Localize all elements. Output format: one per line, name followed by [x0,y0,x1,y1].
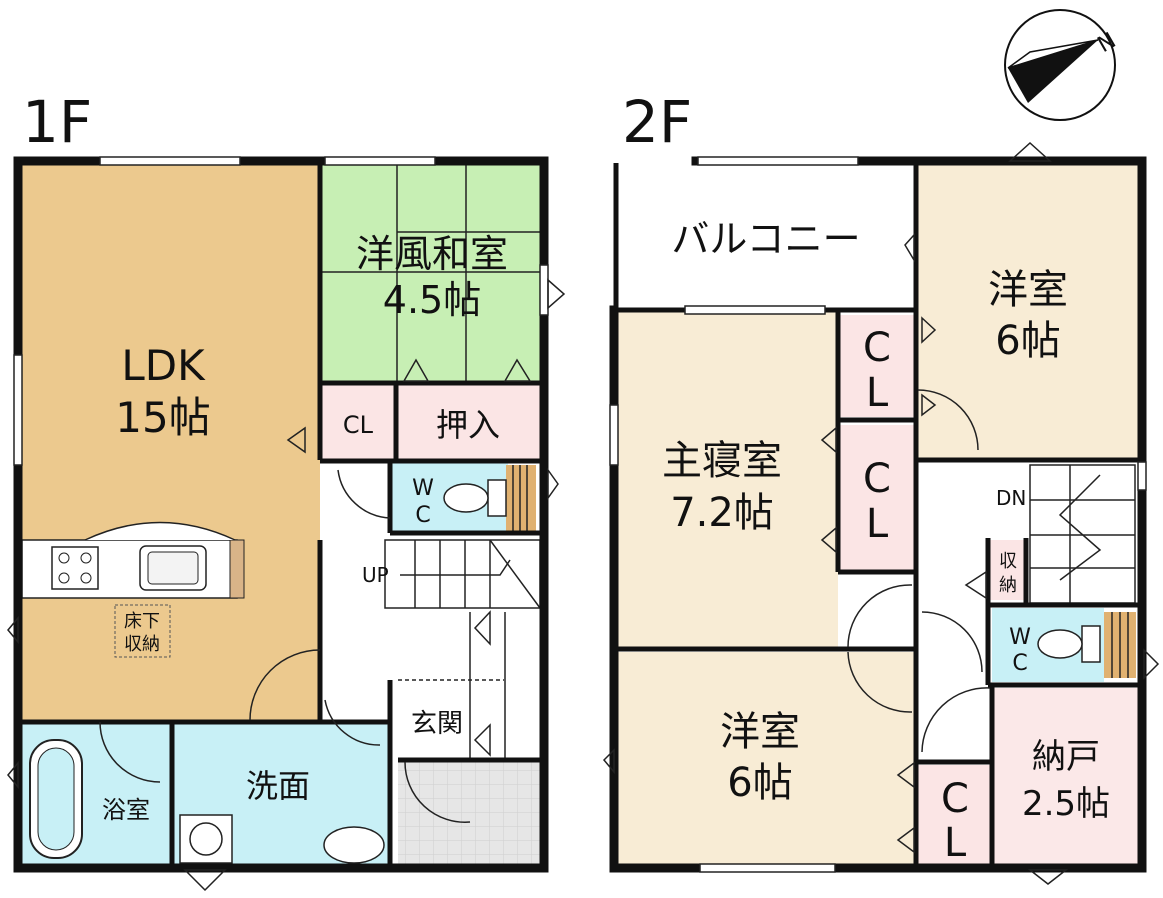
room-fill-balcony [618,163,914,308]
room-name-cl-upper-c: C [863,325,891,371]
wash-basin-icon [323,826,385,864]
toilet-icon-1f [443,479,507,517]
tatami-lines [320,163,542,381]
room-fill-youshitsu-ne [918,163,1140,460]
room-name-shushin: 主寝室 [662,438,782,484]
floor-label-1f: 1F [22,88,92,156]
shoe-storage [398,612,506,760]
floor-label-2f: 2F [622,88,692,156]
stair-steps-wood-2f [1111,612,1129,678]
room-name-ldk: LDK [121,341,206,390]
room-name-oshiire: 押入 [436,406,500,444]
doors-1f [7,278,566,892]
walls-2f [609,156,1147,873]
room-name-genkan: 玄関 [411,709,463,739]
room-name-cl-lower-l: L [866,501,889,547]
toilet-icon-2f [1037,625,1101,663]
room-name-balcony: バルコニー [671,217,860,261]
yukashita-box [114,604,171,658]
room-size-washitsu: 4.5帖 [383,278,481,322]
floor-1f [7,156,566,892]
room-fill-cl-lower [840,425,914,570]
room-size-youshitsu-ne: 6帖 [995,318,1060,364]
floor-2f [602,141,1160,885]
bathtub [29,739,83,859]
compass-needle-icon [1008,40,1098,103]
room-name-nando: 納戸 [1032,737,1100,777]
labels-2f: バルコニー 洋室 6帖 C L C L 主寝室 7.2帖 DN 収 納 W C … [662,217,1110,866]
room-name-senmen: 洗面 [246,767,310,805]
washing-machine-icon [179,814,233,864]
room-fill-stair-wood-1f [506,465,536,531]
walls-1f [13,156,549,873]
room-fill-cl [320,385,398,459]
room-fill-shushin [618,312,838,647]
stair-up-label: UP [362,563,389,587]
room-size-shushin: 7.2帖 [670,490,774,536]
room-name-youshitsu-s: 洋室 [720,709,800,755]
stove-icon [51,546,99,590]
room-name-cl-lower-c: C [863,456,891,502]
room-fill-genkan-tile [398,760,542,866]
room-name-wc-w-2f: W [1009,625,1031,650]
room-name-yokushitsu: 浴室 [102,796,150,824]
room-fill-youshitsu-s [618,652,914,866]
room-name-wc-c-1f: C [415,503,430,528]
room-name-shuno-1: 収 [999,551,1017,572]
room-size-youshitsu-s: 6帖 [727,760,792,806]
kitchen-counter [21,521,245,599]
compass-needle-tail [1007,39,1099,69]
room-name-cl-south-l: L [944,820,967,866]
room-fill-genkan [398,680,504,758]
room-fill-cl-upper [840,315,914,417]
room-name-cl-south-c: C [941,776,969,822]
staircase-2f [1029,464,1136,604]
windows-1f [13,156,549,466]
room-name-washitsu: 洋風和室 [356,232,508,276]
counter-back [84,521,236,541]
windows-2f [609,156,1147,873]
room-name-wc-c-2f: C [1012,651,1027,676]
room-name-wc-w-1f: W [412,476,434,501]
room-fill-nando [994,688,1140,866]
labels-1f: LDK 15帖 洋風和室 4.5帖 CL 押入 W C UP 床下 収納 玄関 … [102,232,508,824]
room-name-cl-1f: CL [343,411,374,439]
room-name-yukashita-2: 収納 [124,634,160,655]
staircase-1f [384,539,541,609]
room-name-youshitsu-ne: 洋室 [988,267,1068,313]
room-name-shuno-2: 納 [999,575,1017,596]
stair-down-label: DN [996,486,1026,510]
room-fill-shuno [990,540,1026,600]
room-fill-oshiire [398,385,542,459]
compass: N [1004,9,1120,121]
room-fill-cl-south [918,765,992,866]
room-size-nando: 2.5帖 [1022,784,1110,824]
stair-steps-wood-1f [512,465,528,531]
room-name-cl-upper-l: L [866,370,889,416]
room-name-yukashita-1: 床下 [124,611,160,632]
doors-2f [602,141,1160,885]
room-size-ldk: 15帖 [115,393,210,442]
